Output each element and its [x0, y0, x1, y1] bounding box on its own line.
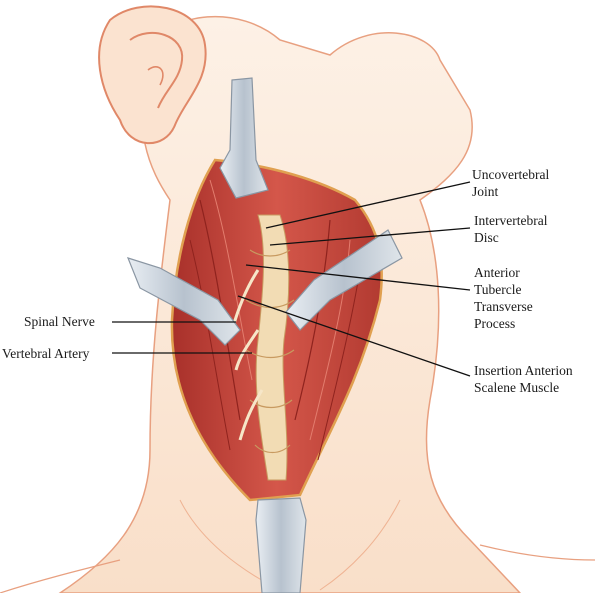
label-line: Spinal Nerve [24, 314, 95, 329]
label-spinal-nerve: Spinal Nerve [24, 313, 95, 330]
label-line: Disc [474, 230, 499, 245]
label-anterior-tubercle: Anterior Tubercle Transverse Process [474, 264, 533, 332]
label-line: Joint [472, 184, 499, 199]
label-line: Intervertebral [474, 213, 548, 228]
retractor-right [285, 229, 403, 331]
label-uncovertebral-joint: Uncovertebral Joint [472, 166, 549, 200]
label-line: Tubercle [474, 282, 522, 297]
label-line: Anterior [474, 265, 520, 280]
leader-uncovertebral-joint [265, 181, 471, 229]
label-vertebral-artery: Vertebral Artery [2, 345, 89, 362]
retractor-top [219, 77, 269, 199]
leader-anterior-tubercle [245, 264, 471, 291]
label-insertion-scalene: Insertion Anterion Scalene Muscle [474, 362, 573, 396]
label-intervertebral-disc: Intervertebral Disc [474, 212, 547, 246]
leader-insertion-scalene [237, 295, 471, 377]
surgical-opening [170, 158, 383, 502]
label-line: Process [474, 316, 516, 331]
label-line: Vertebral Artery [2, 346, 90, 361]
retractor-left [126, 257, 241, 346]
ear [98, 5, 207, 145]
label-line: Insertion Anterion [474, 363, 573, 378]
retractor-bottom [255, 497, 307, 594]
label-line: Uncovertebral [472, 167, 550, 182]
leader-intervertebral-disc [269, 227, 471, 246]
label-line: Scalene Muscle [474, 380, 560, 395]
leader-lines [112, 181, 471, 377]
label-line: Transverse [474, 299, 533, 314]
